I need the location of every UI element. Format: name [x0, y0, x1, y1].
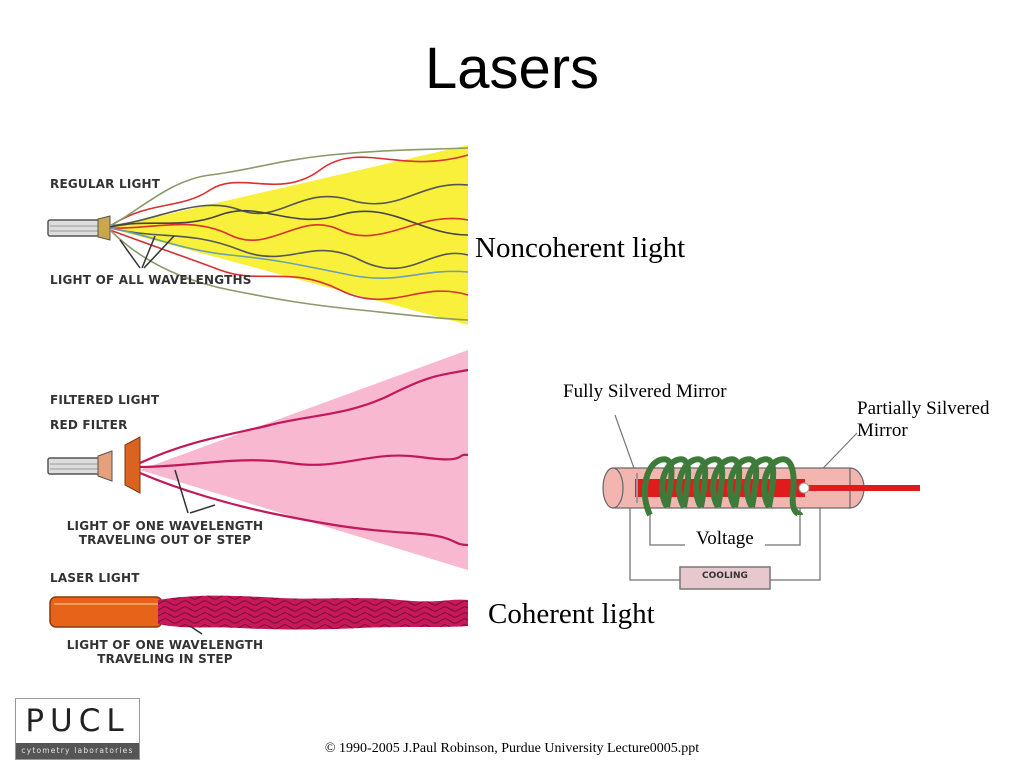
copyright-footer: © 1990-2005 J.Paul Robinson, Purdue Univ… — [324, 741, 700, 756]
regular-light-beam — [108, 145, 468, 325]
logo-text: PUCL — [25, 703, 130, 739]
laser-light-heading: LASER LIGHT — [50, 571, 140, 585]
wave-pointer — [174, 469, 216, 514]
regular-light-heading: REGULAR LIGHT — [50, 177, 161, 191]
regular-light-illustration — [47, 145, 469, 325]
filtered-waves — [139, 368, 469, 547]
logo-subtext: cytometry laboratories — [16, 743, 139, 759]
laser-light-illustration — [49, 595, 468, 635]
laser-cavity-diagram — [602, 414, 920, 590]
all-wavelengths-label: LIGHT OF ALL WAVELENGTHS — [50, 273, 252, 287]
filtered-light-illustration — [47, 350, 469, 570]
cooling-box — [679, 566, 771, 590]
full-mirror-label: Fully Silvered Mirror — [563, 381, 727, 402]
cooling-label: COOLING — [702, 571, 748, 581]
slide-title: Lasers — [424, 36, 600, 101]
in-step-label: LIGHT OF ONE WAVELENGTH TRAVELING IN STE… — [66, 638, 264, 666]
filtered-light-heading: FILTERED LIGHT — [50, 393, 160, 407]
red-filter-label: RED FILTER — [50, 418, 128, 432]
partial-mirror-label: Partially Silvered Mirror — [857, 398, 990, 441]
wavy-rays — [109, 147, 469, 321]
out-of-step-label: LIGHT OF ONE WAVELENGTH TRAVELING OUT OF… — [66, 519, 264, 547]
laser-rod — [49, 596, 163, 628]
flashlight-icon — [47, 215, 111, 241]
partial-mirror — [798, 482, 810, 494]
voltage-label: Voltage — [694, 528, 756, 550]
filtered-light-beam — [140, 350, 468, 570]
voltage-circuit — [629, 503, 821, 581]
coil — [641, 456, 803, 518]
output-beam — [805, 485, 920, 491]
coherent-caption: Coherent light — [488, 598, 655, 630]
flashlight-icon — [47, 450, 113, 482]
red-filter-icon — [124, 436, 141, 494]
wavelength-pointer — [119, 235, 175, 269]
noncoherent-caption: Noncoherent light — [475, 232, 686, 264]
pucl-logo: PUCL cytometry laboratories — [15, 698, 140, 760]
